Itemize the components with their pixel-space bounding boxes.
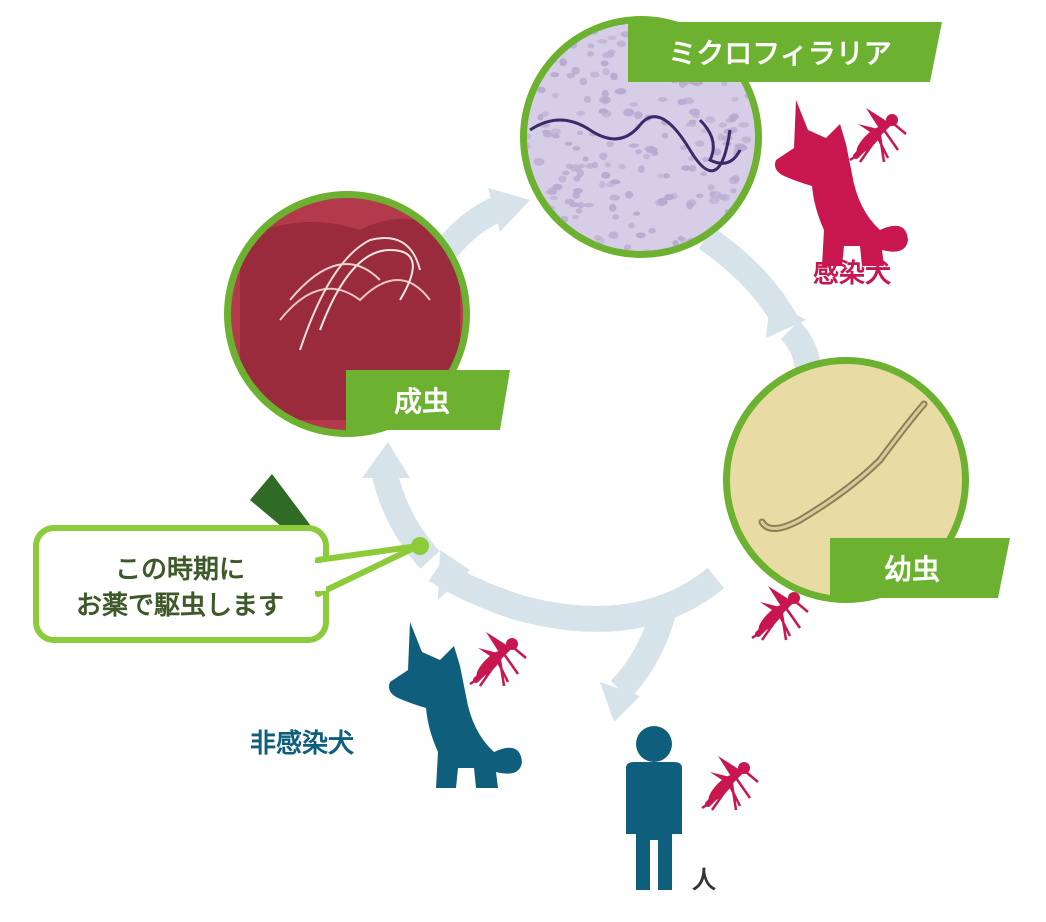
adult-stage: 成虫 — [224, 191, 510, 437]
callout-line-2: お薬で駆虫します — [76, 591, 284, 621]
human-icon — [626, 726, 682, 890]
callout-line-1: この時期に — [115, 555, 245, 585]
arrow-to-human — [610, 606, 677, 700]
microfilaria-stage: ミクロフィラリア — [520, 16, 942, 258]
human-label: 人 — [692, 866, 716, 894]
adult-label: 成虫 — [394, 385, 450, 418]
mosquito-icon-uninfected — [470, 632, 526, 686]
larva-stage: 幼虫 — [723, 357, 1010, 603]
arrow-adult-to-microfilaria — [435, 195, 506, 259]
microfilaria-label: ミクロフィラリア — [668, 37, 891, 70]
mosquito-icon-human — [702, 756, 758, 810]
adult-label-bg — [346, 370, 510, 430]
mosquito-icon-infected — [850, 108, 906, 162]
larva-label-bg — [830, 538, 1010, 598]
arrow-larva-to-uninfected — [428, 559, 725, 632]
treatment-callout: この時期に お薬で駆虫します — [33, 525, 429, 643]
microfilaria-label-bg — [628, 22, 942, 82]
arrow-heads — [362, 188, 806, 722]
larva-label: 幼虫 — [884, 553, 940, 586]
uninfected-dog-label: 非感染犬 — [250, 729, 355, 759]
infected-dog-label: 感染犬 — [813, 259, 892, 289]
mosquito-icon-larva — [752, 586, 808, 640]
